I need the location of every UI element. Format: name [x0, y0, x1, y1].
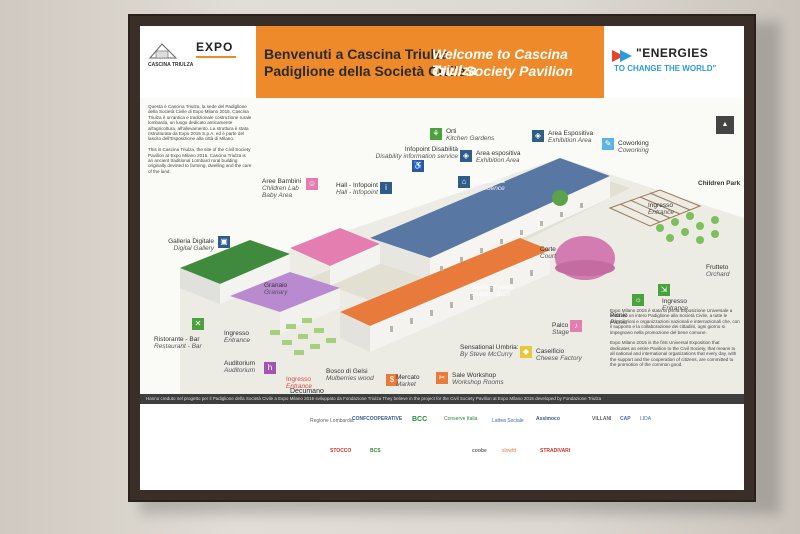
sponsor-1: Regione Lombardia — [310, 418, 354, 424]
energies-line1: "ENERGIES — [636, 46, 709, 60]
credit-strip: Hanno creduto nel progetto per il Padigl… — [140, 394, 744, 404]
title-en-line2: Civil Society Pavilion — [432, 63, 573, 79]
coworking-icon: ✎ — [602, 138, 614, 150]
title-it-line2: Padiglione della Società Civile — [264, 63, 466, 79]
logo-area: CASCINA TRIULZA EXPO — [140, 26, 256, 98]
residence-icon: ⌂ — [458, 176, 470, 188]
exhibition-icon: ◈ — [532, 130, 544, 142]
sign-frame: CASCINA TRIULZA EXPO Benvenuti a Cascina… — [128, 14, 756, 502]
sponsor-13: slowfd — [502, 448, 517, 454]
sponsor-panel: Regione Lombardia CONFCOOPERATIVE BCC Co… — [140, 404, 744, 490]
stage-icon: ♪ — [570, 320, 582, 332]
market-icon: $ — [386, 374, 398, 386]
energies-line2: TO CHANGE THE WORLD" — [614, 64, 717, 73]
accessibility-icon: ♿ — [412, 160, 424, 172]
auditorium-icon: h — [264, 362, 276, 374]
intro-paragraph: Questa è Cascina Triulza, la sede del Pa… — [148, 104, 252, 174]
north-icon: ▲ — [716, 116, 734, 134]
cascina-logo-icon — [148, 43, 178, 59]
pavilion-map: Questa è Cascina Triulza, la sede del Pa… — [140, 98, 744, 395]
exhibition2-icon: ◈ — [460, 150, 472, 162]
sponsor-11: BCS — [370, 448, 381, 454]
sign-header: CASCINA TRIULZA EXPO Benvenuti a Cascina… — [140, 26, 744, 98]
entrance-right-icon: ⇲ — [658, 284, 670, 296]
expo-logo: EXPO — [196, 40, 234, 54]
map-illustration — [180, 158, 744, 394]
label-sensational: Sensational Umbria:By Steve McCurry — [460, 344, 519, 358]
sponsor-8: CAP — [620, 416, 631, 422]
gallery-icon: ▣ — [218, 236, 230, 248]
label-children-park: Children Park — [698, 180, 741, 187]
title-band: Benvenuti a Cascina Triulza Padiglione d… — [256, 26, 604, 98]
sponsor-10: STOCCO — [330, 448, 352, 454]
info-icon: i — [380, 182, 392, 194]
sponsor-14: STRADIVARI — [540, 448, 571, 454]
children-icon: ☺ — [306, 178, 318, 190]
restaurant-icon: ✕ — [192, 318, 204, 330]
cascina-logo-text: CASCINA TRIULZA — [148, 62, 194, 68]
sponsor-3: BCC — [412, 416, 428, 423]
sign-board: CASCINA TRIULZA EXPO Benvenuti a Cascina… — [140, 26, 744, 490]
sponsor-2: CONFCOOPERATIVE — [352, 416, 403, 422]
info-paragraph: Expo Milano 2015 è stata la prima Esposi… — [610, 308, 740, 368]
picnic-icon: ☼ — [632, 294, 644, 306]
energies-arrow-icon — [612, 50, 632, 62]
label-decumano: Decumano — [290, 388, 324, 395]
title-en-line1: Welcome to Cascina Triulza — [432, 46, 568, 78]
sponsor-6: Assimoco — [536, 416, 560, 422]
sponsor-12: coobe — [472, 448, 487, 454]
kitchen-garden-icon: ⚘ — [430, 128, 442, 140]
sponsor-4: Conserve Italia — [444, 416, 478, 422]
sponsor-5: Lattea Sociale — [492, 418, 524, 424]
sponsor-7: VILLANI — [592, 416, 612, 422]
expo-logo-underline — [196, 56, 236, 58]
cheese-icon: ◆ — [520, 346, 532, 358]
sponsor-9: LIDA — [640, 416, 652, 422]
title-it-line1: Benvenuti a Cascina Triulza — [264, 46, 450, 62]
workshop-icon: ✂ — [436, 372, 448, 384]
energies-logo-area: "ENERGIES TO CHANGE THE WORLD" — [604, 26, 744, 98]
